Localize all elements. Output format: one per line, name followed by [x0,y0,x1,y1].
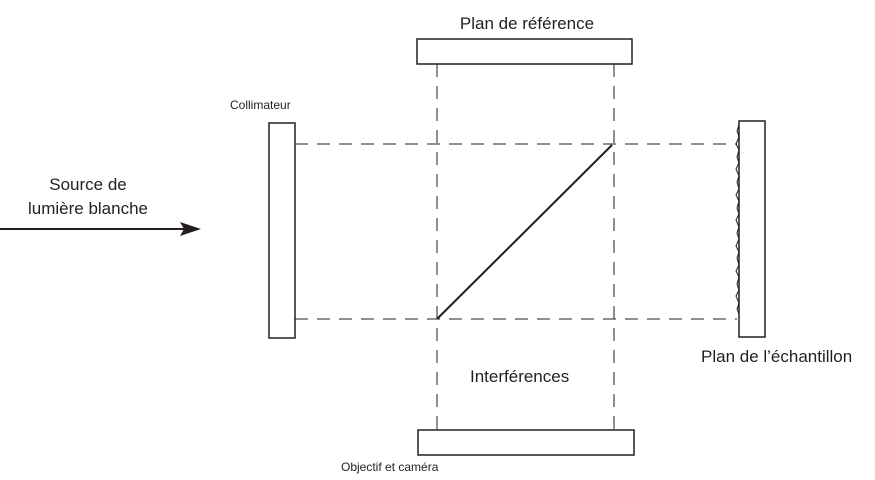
collimator [268,122,296,339]
light-arrow-head [180,222,201,236]
light-source-label-line2: lumière blanche [27,199,148,218]
reference-plane-label: Plan de référence [459,14,595,33]
sample-plane [738,120,766,338]
objective-camera-label: Objectif et caméra [341,460,439,474]
interferences-label: Interférences [470,367,570,386]
collimator-label: Collimateur [230,98,291,112]
sample-plane-label: Plan de l’échantillon [701,347,853,366]
objective-camera-plane [417,429,635,456]
reference-plane [416,38,633,65]
sample-surface-rough [735,124,740,315]
beam-splitter [436,144,613,320]
light-source-label-line1: Source de [49,175,127,194]
